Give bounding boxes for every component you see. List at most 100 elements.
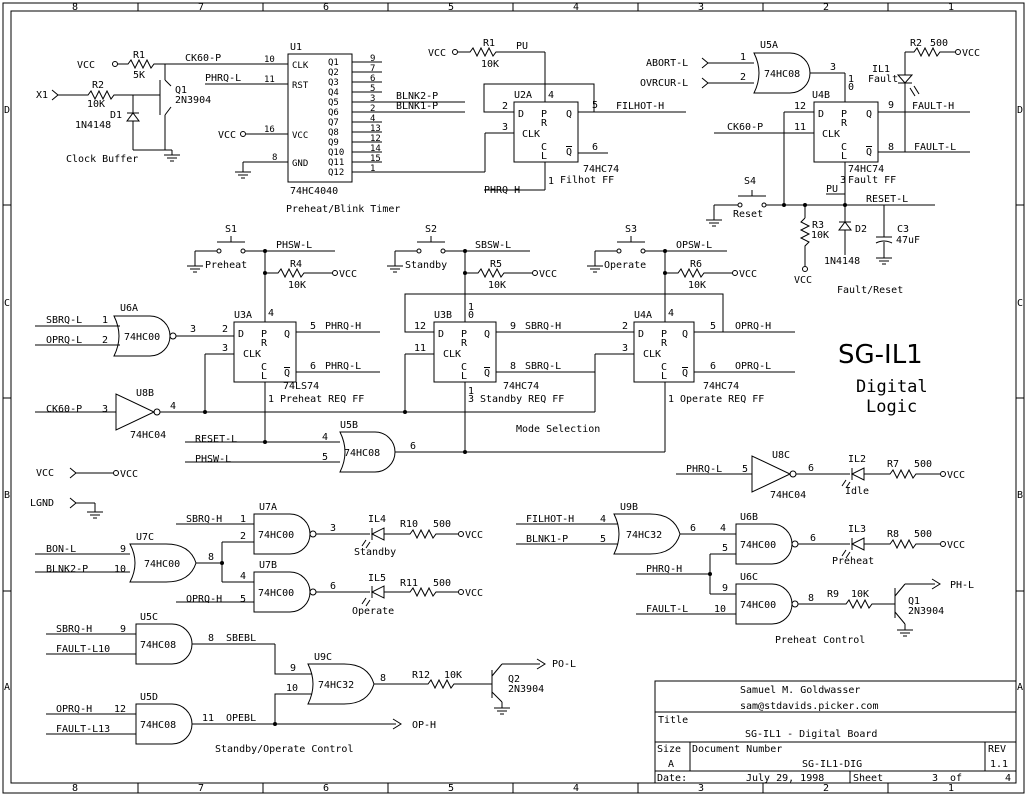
u1-pin-q3: Q3 <box>328 78 339 88</box>
ff-pin-p: P <box>541 109 547 120</box>
ff-pin-d: D <box>238 329 244 340</box>
sheet-value: 3 <box>932 773 938 784</box>
vcc-label: VCC <box>947 470 965 481</box>
ff-pin-c: C <box>261 362 267 373</box>
u1-pin-q1: Q1 <box>328 58 339 68</box>
u5a-type: 74HC08 <box>764 69 800 80</box>
u1-pin-rst: RST <box>292 81 309 91</box>
pin-num: 5 <box>322 452 328 463</box>
u8c-type: 74HC04 <box>770 490 806 501</box>
d2-label: D2 <box>855 224 867 235</box>
blnk1p-label: BLNK1-P <box>396 101 438 112</box>
u1-pin-q7: Q7 <box>328 118 339 128</box>
u5d-label: U5D <box>140 692 158 703</box>
pin-num: 4 <box>720 523 726 534</box>
pin-num: 0 <box>848 82 854 93</box>
pin-num: 11 <box>202 713 214 724</box>
rev-value: 1.1 <box>990 759 1008 770</box>
u1-label: U1 <box>290 42 302 53</box>
r11-label: R11 <box>400 578 418 589</box>
pin-num: 6 <box>410 441 416 452</box>
r8-value: 500 <box>914 529 932 540</box>
ff-pin-d: D <box>638 329 644 340</box>
phswl-label: PHSW-L <box>195 454 231 465</box>
row-label: B <box>1017 490 1023 501</box>
x1-port <box>51 89 59 101</box>
r1b-label: R1 <box>483 38 495 49</box>
sbrqh-label: SBRQ-H <box>56 624 92 635</box>
pin-num: 2 <box>740 72 746 83</box>
size-value: A <box>668 759 674 770</box>
pin-num: 3 <box>840 175 846 186</box>
r4-resistor <box>265 267 332 279</box>
pin-num: 2 <box>622 321 628 332</box>
blnk1p-label: BLNK1-P <box>526 534 568 545</box>
ff-pin-qbar: Q <box>566 147 572 158</box>
u1-pin-q12: Q12 <box>328 168 344 178</box>
u1-pin-q2: Q2 <box>328 68 339 78</box>
u5d-type: 74HC08 <box>140 720 176 731</box>
col-label: 1 <box>948 783 954 794</box>
col-label: 8 <box>72 783 78 794</box>
r1a-resistor <box>118 58 165 70</box>
pin-num: 12 <box>794 101 806 112</box>
pin-num: 3 <box>330 523 336 534</box>
il4-name: Standby <box>354 547 396 558</box>
u5d-gate <box>135 703 193 745</box>
r10-resistor <box>384 528 458 540</box>
u4b-body <box>813 101 879 163</box>
r3-resistor <box>799 217 811 266</box>
u4a-type: 74HC74 <box>703 381 739 392</box>
preheat-control: PHRQ-L 5 U8C 74HC04 6 IL2 Idle VCC R7 50… <box>516 450 974 646</box>
u8c-label: U8C <box>772 450 790 461</box>
s2-label: S2 <box>425 224 437 235</box>
pin-num: 4 <box>322 432 328 443</box>
vcc-label: VCC <box>339 269 357 280</box>
title-value: SG-IL1 - Digital Board <box>745 729 877 740</box>
u6a-gate <box>113 315 171 357</box>
u7b-label: U7B <box>259 560 277 571</box>
ck60p-label: CK60-P <box>727 122 763 133</box>
faultl13-label: FAULT-L13 <box>56 724 110 735</box>
u2a-label: U2A <box>514 90 532 101</box>
pin-num: 1 <box>668 394 674 405</box>
ff-pin-r: R <box>461 338 468 349</box>
r11-resistor <box>384 586 458 598</box>
vcc-label: VCC <box>36 468 54 479</box>
u6b-label: U6B <box>740 512 758 523</box>
docnum-label: Document Number <box>692 744 782 755</box>
u5c-gate <box>135 623 193 665</box>
u9b-gate <box>613 513 681 555</box>
s3-label: S3 <box>625 224 637 235</box>
fault-reset-caption: Fault/Reset <box>837 285 903 296</box>
pin-num: 6 <box>808 463 814 474</box>
ff-pin-c: C <box>841 142 847 153</box>
pin-num: 1 <box>102 315 108 326</box>
sbrql-label: SBRQ-L <box>525 361 561 372</box>
pin-num: 4 <box>548 90 554 101</box>
u7c-label: U7C <box>136 532 154 543</box>
row-label: C <box>4 298 10 309</box>
row-label: A <box>1017 682 1023 693</box>
col-label: 7 <box>198 2 204 13</box>
u6a-label: U6A <box>120 303 138 314</box>
u8b-type: 74HC04 <box>130 430 166 441</box>
u7a-gate <box>253 513 311 555</box>
col-label: 4 <box>573 783 579 794</box>
pin-num: 5 <box>710 321 716 332</box>
standby-operate-caption: Standby/Operate Control <box>215 744 353 755</box>
pin-num: 2 <box>222 324 228 335</box>
u1-pin-gnd: GND <box>292 159 308 169</box>
d2-diode <box>838 221 852 231</box>
u9b-label: U9B <box>620 502 638 513</box>
r8-label: R8 <box>887 529 899 540</box>
u1-pinnum: 14 <box>370 144 381 154</box>
r1b-value: 10K <box>481 59 499 70</box>
vcc-label: VCC <box>218 130 236 141</box>
bonl-label: BON-L <box>46 544 76 555</box>
u1-pin-q6: Q6 <box>328 108 339 118</box>
vcc-label: VCC <box>962 48 980 59</box>
ck60p-label: CK60-P <box>46 404 82 415</box>
u1-counter: U1 74HC4040 CLK RST VCC GND 10 11 16 8 P… <box>205 42 514 215</box>
pin-num: 8 <box>380 673 386 684</box>
